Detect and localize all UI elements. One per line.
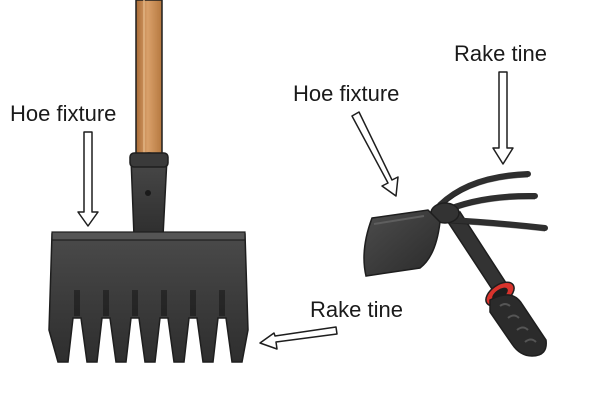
- label-hoe-fixture-right: Hoe fixture: [293, 81, 400, 106]
- hoe-blade: [363, 209, 441, 277]
- wooden-handle: [135, 0, 163, 161]
- label-rake-tine-bottom: Rake tine: [310, 297, 403, 322]
- hoe-edge: [51, 231, 246, 241]
- label-hoe-fixture-left: Hoe fixture: [10, 101, 117, 126]
- rake-hoe-tool-icon: [48, 0, 249, 363]
- arrow-hoe-fixture-left: [77, 131, 99, 227]
- arrow-rake-tine-bottom: [259, 326, 338, 350]
- rivet-icon: [145, 190, 151, 196]
- rake-head: [48, 233, 249, 363]
- arrow-rake-tine-top: [492, 71, 514, 165]
- label-rake-tine-top: Rake tine: [454, 41, 547, 66]
- hand-hoe-rake-icon: [363, 171, 548, 357]
- rubber-grip: [489, 294, 547, 357]
- arrow-hoe-fixture-right: [351, 111, 399, 197]
